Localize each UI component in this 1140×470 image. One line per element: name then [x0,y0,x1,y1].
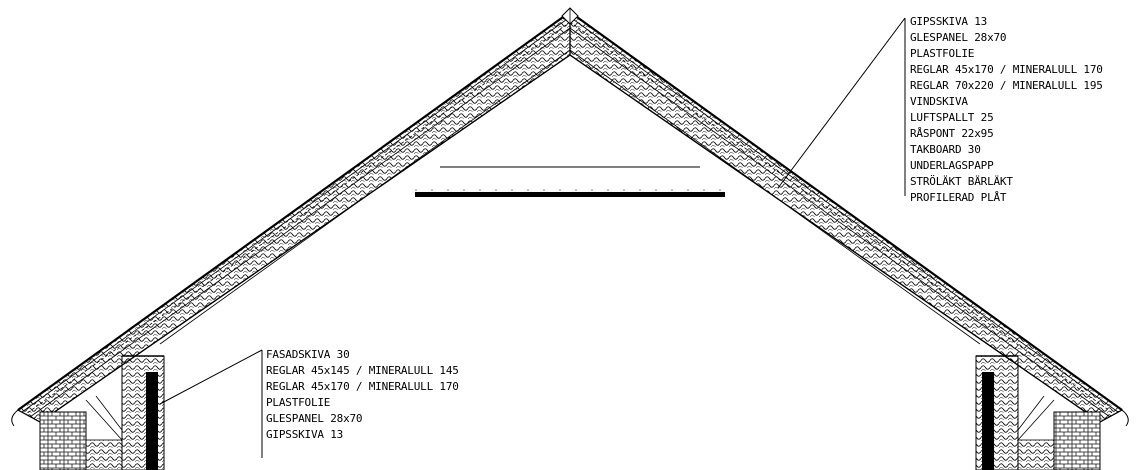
roof-layer-label: STRÖLÄKT BÄRLÄKT [910,175,1013,188]
wall-layer-label: GLESPANEL 28x70 [266,412,362,425]
roof-layer-label: GIPSSKIVA 13 [910,15,987,28]
roof-layer-label: RÅSPONT 22x95 [910,127,994,140]
wall-leader [159,349,263,458]
left-wall [11,355,165,470]
wall-layer-label: REGLAR 45x145 / MINERALULL 145 [266,364,459,377]
roof-layer-label: REGLAR 70x220 / MINERALULL 195 [910,79,1103,92]
roof-leader [777,17,906,196]
roof-layer-label: UNDERLAGSPAPP [910,159,994,172]
wall-layer-label: REGLAR 45x170 / MINERALULL 170 [266,380,459,393]
collar-tie [415,166,725,197]
roof-left-slope [16,10,571,423]
wall-layer-list: FASADSKIVA 30 REGLAR 45x145 / MINERALULL… [266,348,459,441]
wall-layer-label: GIPSSKIVA 13 [266,428,343,441]
wall-layer-label: FASADSKIVA 30 [266,348,350,361]
wall-layer-label: PLASTFOLIE [266,396,330,409]
roof-layer-label: LUFTSPALLT 25 [910,111,994,124]
roof-layer-list: GIPSSKIVA 13 GLESPANEL 28x70 PLASTFOLIE … [910,15,1103,204]
roof-layer-label: REGLAR 45x170 / MINERALULL 170 [910,63,1103,76]
roof-right-slope [569,10,1124,423]
right-wall [975,355,1129,470]
roof-layer-label: PROFILERAD PLÅT [910,191,1007,204]
roof-layer-label: GLESPANEL 28x70 [910,31,1006,44]
roof-layer-label: PLASTFOLIE [910,47,974,60]
ridge-cap [561,7,579,30]
roof-layer-label: TAKBOARD 30 [910,143,981,156]
roof-layer-label: VINDSKIVA [910,95,968,108]
